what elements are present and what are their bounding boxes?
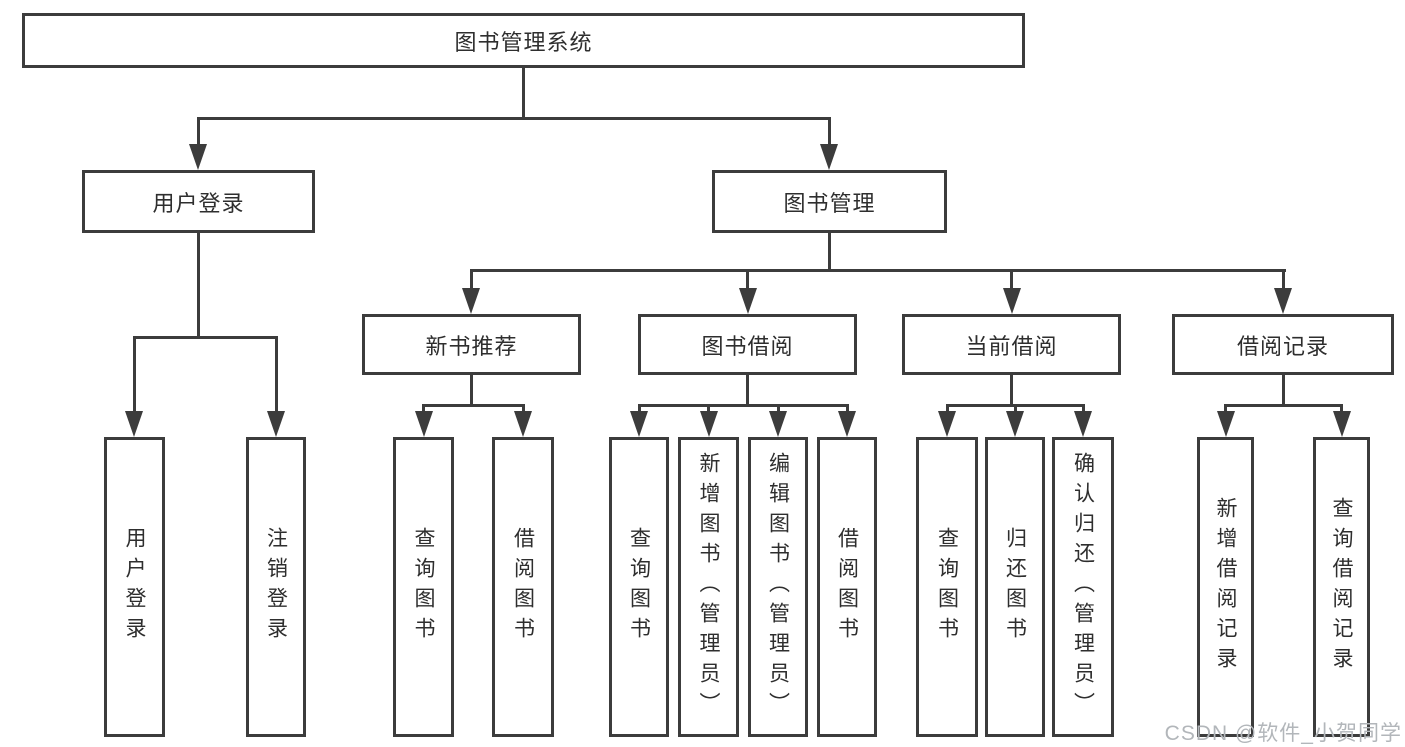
connector-new-book-rec-split — [422, 404, 525, 407]
connector-current-borrow-stem — [1010, 375, 1013, 407]
connector-user-login-stem — [196, 233, 200, 339]
node-borrow-record-label: 借阅记录 — [1236, 333, 1329, 359]
node-current-borrow: 当前借阅 — [902, 314, 1121, 375]
connector-ul-login-drop — [132, 336, 136, 414]
arrow-br-add — [1216, 411, 1235, 437]
arrow-current-borrow — [1002, 288, 1021, 314]
connector-bb-borrow-drop — [845, 404, 849, 413]
arrow-book-borrow — [738, 288, 757, 314]
connector-level2-split — [196, 117, 831, 120]
leaf-ul-logout-label: 注销登录 — [264, 527, 288, 647]
connector-nb-query-drop — [422, 404, 425, 413]
connector-borrow-record-drop — [1281, 269, 1285, 291]
arrow-bb-borrow — [838, 411, 856, 437]
arrow-bb-query — [630, 411, 648, 437]
leaf-cb-return: 归还图书 — [985, 437, 1045, 737]
node-book-mgmt-label: 图书管理 — [783, 190, 876, 216]
connector-bb-query-drop — [637, 404, 641, 413]
connector-book-mgmt-stem — [827, 233, 831, 272]
connector-nb-borrow-drop — [521, 404, 525, 413]
connector-cb-query-drop — [945, 404, 949, 413]
leaf-br-add-label: 新增借阅记录 — [1214, 497, 1237, 677]
connector-ul-logout-drop — [274, 336, 278, 414]
connector-book-borrow-stem — [746, 375, 749, 407]
connector-current-borrow-drop — [1010, 269, 1013, 291]
connector-new-book-rec-drop — [469, 269, 473, 291]
connector-new-book-rec-stem — [470, 375, 473, 407]
connector-borrow-record-split — [1224, 404, 1343, 407]
node-book-borrow: 图书借阅 — [638, 314, 857, 375]
connector-cb-confirm-drop — [1081, 404, 1085, 413]
node-new-book-rec: 新书推荐 — [362, 314, 581, 375]
connector-user-login-drop — [196, 117, 200, 147]
connector-user-login-split — [132, 336, 278, 339]
leaf-nb-query: 查询图书 — [393, 437, 454, 737]
leaf-bb-add: 新增图书（管理员） — [678, 437, 739, 737]
connector-bb-add-drop — [707, 404, 710, 413]
connector-root-stem — [521, 68, 525, 120]
arrow-ul-logout — [267, 411, 285, 437]
arrow-cb-query — [938, 411, 956, 437]
node-root: 图书管理系统 — [22, 13, 1025, 68]
leaf-nb-borrow-label: 借阅图书 — [511, 527, 535, 647]
connector-br-add-drop — [1224, 404, 1227, 413]
node-root-label: 图书管理系统 — [454, 29, 593, 55]
arrow-user-login — [189, 144, 207, 170]
arrow-book-mgmt — [820, 144, 838, 170]
connector-book-mgmt-drop — [827, 117, 831, 147]
leaf-bb-borrow: 借阅图书 — [817, 437, 877, 737]
arrow-bb-edit — [769, 411, 787, 437]
node-user-login: 用户登录 — [82, 170, 315, 233]
leaf-nb-borrow: 借阅图书 — [492, 437, 554, 737]
leaf-bb-edit-label: 编辑图书（管理员） — [766, 452, 790, 722]
leaf-nb-query-label: 查询图书 — [412, 527, 435, 647]
leaf-cb-confirm-label: 确认归还（管理员） — [1071, 452, 1095, 722]
arrow-nb-query — [414, 411, 433, 437]
arrow-bb-add — [699, 411, 718, 437]
node-book-borrow-label: 图书借阅 — [701, 333, 794, 359]
leaf-ul-logout: 注销登录 — [246, 437, 306, 737]
leaf-bb-add-label: 新增图书（管理员） — [697, 452, 720, 722]
leaf-bb-query: 查询图书 — [609, 437, 669, 737]
node-book-mgmt: 图书管理 — [712, 170, 947, 233]
arrow-br-query — [1332, 411, 1351, 437]
leaf-cb-confirm: 确认归还（管理员） — [1052, 437, 1114, 737]
leaf-cb-return-label: 归还图书 — [1003, 527, 1027, 647]
leaf-bb-query-label: 查询图书 — [627, 527, 651, 647]
leaf-bb-edit: 编辑图书（管理员） — [748, 437, 808, 737]
connector-borrow-record-stem — [1281, 375, 1285, 407]
arrow-cb-confirm — [1074, 411, 1092, 437]
arrow-cb-return — [1006, 411, 1024, 437]
connector-cb-return-drop — [1013, 404, 1017, 413]
leaf-cb-query-label: 查询图书 — [935, 527, 959, 647]
arrow-new-book-rec — [462, 288, 480, 314]
csdn-watermark: CSDN @软件_小贺同学 — [1164, 722, 1402, 745]
node-borrow-record: 借阅记录 — [1172, 314, 1394, 375]
arrow-nb-borrow — [514, 411, 532, 437]
node-current-borrow-label: 当前借阅 — [965, 333, 1058, 359]
node-new-book-rec-label: 新书推荐 — [425, 333, 518, 359]
connector-book-borrow-drop — [746, 269, 749, 291]
arrow-ul-login — [125, 411, 143, 437]
connector-br-query-drop — [1340, 404, 1343, 413]
connector-level3-split — [469, 269, 1286, 272]
connector-book-borrow-split — [637, 404, 849, 407]
arrow-borrow-record — [1274, 288, 1292, 314]
leaf-br-add: 新增借阅记录 — [1197, 437, 1254, 737]
node-user-login-label: 用户登录 — [152, 190, 245, 216]
leaf-ul-login: 用户登录 — [104, 437, 165, 737]
leaf-bb-borrow-label: 借阅图书 — [835, 527, 859, 647]
leaf-br-query-label: 查询借阅记录 — [1330, 497, 1353, 677]
connector-bb-edit-drop — [776, 404, 780, 413]
leaf-ul-login-label: 用户登录 — [123, 527, 146, 647]
leaf-cb-query: 查询图书 — [916, 437, 978, 737]
leaf-br-query: 查询借阅记录 — [1313, 437, 1370, 737]
